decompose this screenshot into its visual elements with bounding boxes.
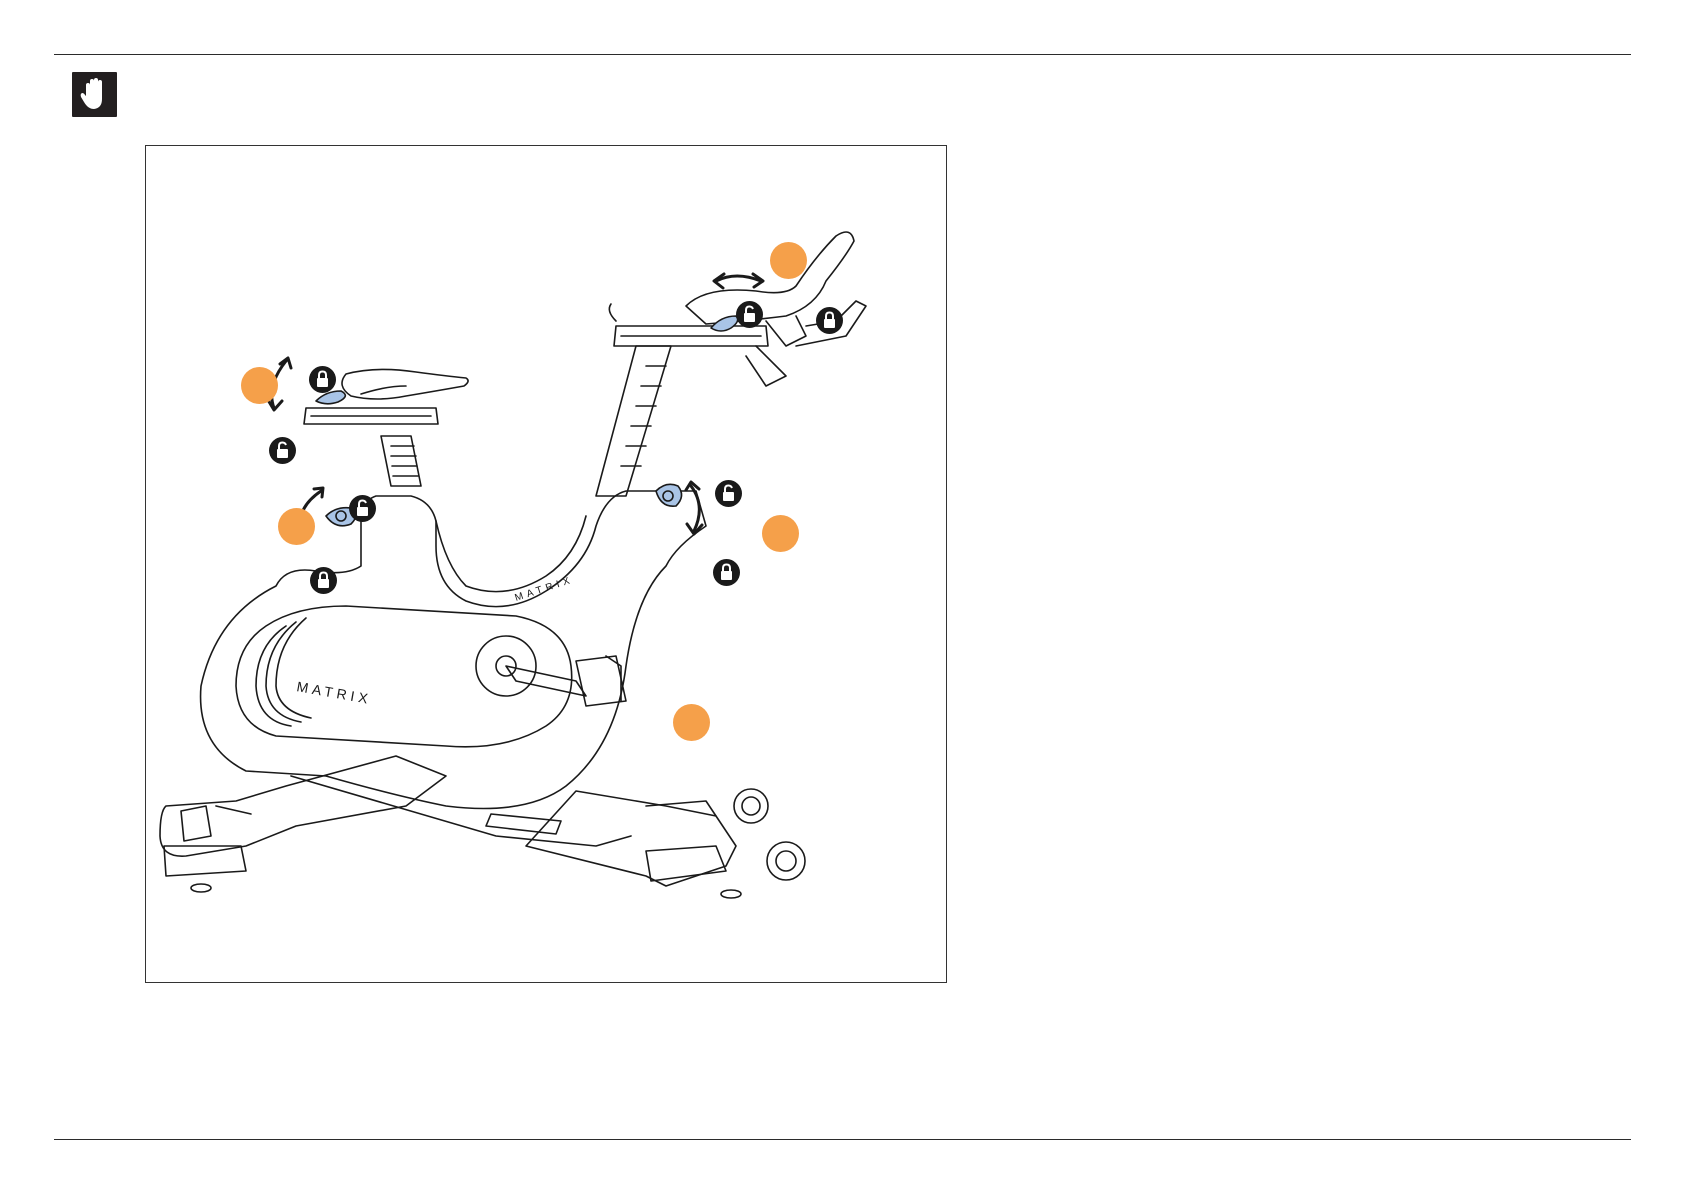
unlocked-padlock-icon	[736, 301, 763, 328]
top-rule	[54, 54, 1631, 55]
locked-padlock-icon	[816, 307, 843, 334]
unlocked-padlock-icon	[349, 495, 376, 522]
locked-padlock-icon	[310, 567, 337, 594]
brand-mark-frame: MATRIX	[514, 575, 575, 604]
unlocked-padlock-icon	[269, 437, 296, 464]
locked-padlock-icon	[309, 366, 336, 393]
bottom-rule	[54, 1139, 1631, 1140]
callout-handlebar-adjust	[770, 242, 807, 279]
callout-seat-height-adjust	[278, 508, 315, 545]
callout-pedal	[673, 704, 710, 741]
locked-padlock-icon	[713, 559, 740, 586]
callout-seat-fore-aft-adjust	[241, 367, 278, 404]
bike-illustration: MATRIX MATRIX	[146, 146, 948, 984]
stop-hand-icon	[72, 72, 117, 117]
brand-mark-flywheel: MATRIX	[295, 678, 372, 707]
callout-handlebar-height-adjust	[762, 515, 799, 552]
unlocked-padlock-icon	[715, 480, 742, 507]
figure-frame: MATRIX MATRIX	[145, 145, 947, 983]
